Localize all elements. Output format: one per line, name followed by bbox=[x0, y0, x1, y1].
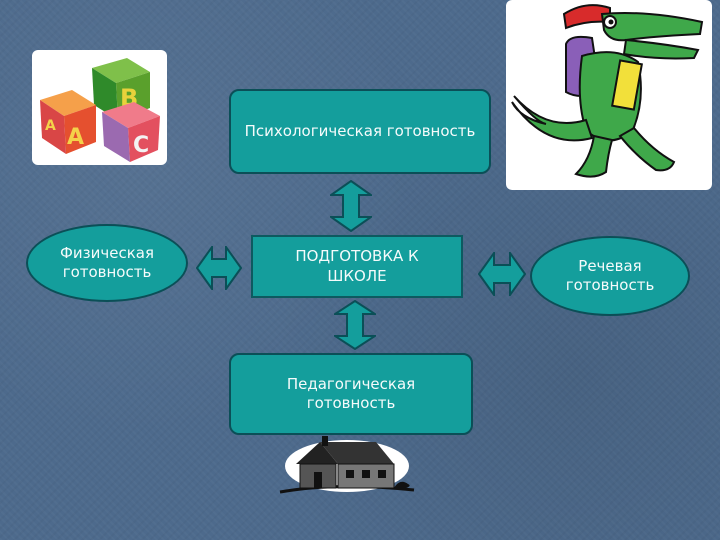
double-arrow-vertical-top bbox=[330, 180, 372, 232]
block-letter-a-side: A bbox=[45, 118, 56, 134]
node-speech-readiness: Речевая готовность bbox=[530, 236, 690, 316]
crocodile-student-icon bbox=[506, 0, 712, 190]
double-arrow-horizontal-left bbox=[196, 246, 242, 290]
schoolhouse-icon bbox=[276, 436, 418, 496]
double-arrow-horizontal-right bbox=[478, 252, 526, 296]
node-physical-readiness: Физическая готовность bbox=[26, 224, 188, 302]
node-center-label: ПОДГОТОВКА К ШКОЛЕ bbox=[253, 247, 461, 286]
block-letter-c: C bbox=[133, 133, 149, 158]
node-physical-label: Физическая готовность bbox=[28, 244, 186, 283]
node-pedagogical-readiness: Педагогическая готовность bbox=[229, 353, 473, 435]
node-pedagogical-label: Педагогическая готовность bbox=[231, 375, 471, 414]
node-school-preparation: ПОДГОТОВКА К ШКОЛЕ bbox=[251, 235, 463, 298]
double-arrow-vertical-bottom bbox=[334, 300, 376, 350]
node-speech-label: Речевая готовность bbox=[532, 257, 688, 296]
node-psychological-readiness: Психологическая готовность bbox=[229, 89, 491, 174]
block-letter-a: A bbox=[67, 125, 84, 150]
toy-blocks-icon: B C A A bbox=[32, 50, 167, 165]
node-psychological-label: Психологическая готовность bbox=[245, 122, 476, 142]
